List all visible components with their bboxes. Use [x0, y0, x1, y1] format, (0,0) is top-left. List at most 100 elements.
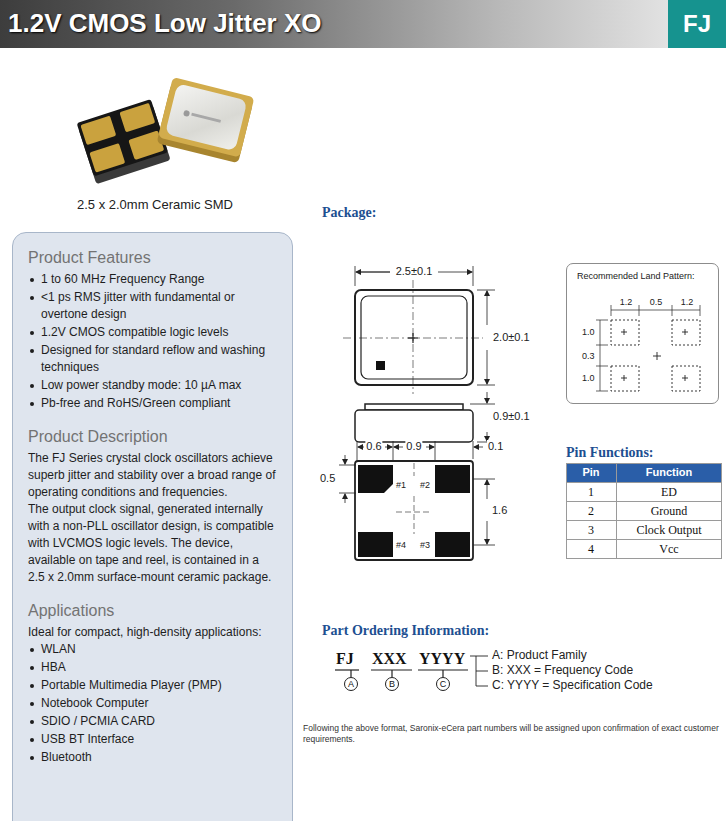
bullet-text: Low power standby mode: 10 µA max — [41, 377, 278, 394]
bullet-item: Bluetooth — [28, 749, 278, 766]
bullet-dot — [30, 720, 34, 724]
table-cell: 2 — [588, 504, 594, 519]
bullet-item: HBA — [28, 659, 278, 676]
land-pattern-drawing — [596, 305, 700, 391]
circle-letter: B — [389, 680, 395, 689]
bullet-text: <1 ps RMS jitter with fundamental or ove… — [41, 289, 278, 323]
dimension-label: 2.0±0.1 — [492, 331, 531, 344]
intro-text: Ideal for compact, high-density applicat… — [28, 624, 278, 641]
bullet-dot — [30, 402, 34, 406]
dimension-label: 0.1 — [487, 440, 504, 453]
bullet-text: USB BT Interface — [41, 731, 278, 748]
table-cell: Ground — [651, 504, 688, 519]
field-circle: B — [385, 677, 399, 691]
dimension-label: 0.9±0.1 — [492, 410, 531, 423]
bullet-text: Pb-free and RoHS/Green compliant — [41, 395, 278, 412]
bullet-text: HBA — [41, 659, 278, 676]
table-cell: 4 — [588, 542, 594, 557]
section-heading: Product Description — [28, 426, 278, 448]
section-heading: Applications — [28, 600, 278, 622]
part-number-field: YYYY — [419, 650, 465, 668]
table-header: Pin — [582, 466, 599, 478]
ordering-key: A: Product Family — [492, 648, 587, 662]
pin-table — [566, 463, 722, 559]
table-cell: 3 — [588, 523, 594, 538]
bullet-text: Portable Multimedia Player (PMP) — [41, 677, 278, 694]
bullet-item: Portable Multimedia Player (PMP) — [28, 677, 278, 694]
table-cell: ED — [661, 485, 677, 500]
field-circle: C — [436, 677, 450, 691]
bullet-dot — [30, 666, 34, 670]
dimension-text: 1.0 — [582, 327, 595, 337]
table-cell: Vcc — [659, 542, 678, 557]
bullet-text: WLAN — [41, 641, 278, 658]
bullet-dot — [30, 684, 34, 688]
bullet-text: 1.2V CMOS compatible logic levels — [41, 324, 278, 341]
circle-letter: A — [348, 680, 354, 689]
section-heading: Product Features — [28, 247, 278, 269]
bullet-item: <1 ps RMS jitter with fundamental or ove… — [28, 289, 278, 323]
table-header: Function — [646, 466, 692, 478]
bullet-text: Designed for standard reflow and washing… — [41, 342, 278, 376]
bullet-dot — [30, 648, 34, 652]
ordering-key: B: XXX = Frequency Code — [492, 663, 633, 677]
chip-photo — [77, 77, 255, 184]
bullet-text: 1 to 60 MHz Frequency Range — [41, 271, 278, 288]
table-cell: 1 — [588, 485, 594, 500]
dimension-label: 0.5 — [319, 472, 336, 485]
pad-number: #4 — [396, 540, 406, 550]
bullet-dot — [30, 349, 34, 353]
pad-number: #1 — [396, 480, 406, 490]
bullet-item: Notebook Computer — [28, 695, 278, 712]
bullet-item: Pb-free and RoHS/Green compliant — [28, 395, 278, 412]
bullet-text: Notebook Computer — [41, 695, 278, 712]
box-title: Recommended Land Pattern: — [577, 271, 695, 281]
dimension-label: 2.5±0.1 — [395, 265, 434, 278]
bullet-dot — [30, 738, 34, 742]
bullet-item: 1 to 60 MHz Frequency Range — [28, 271, 278, 288]
pad-number: #3 — [420, 540, 430, 550]
bullet-dot — [30, 331, 34, 335]
image-caption: 2.5 x 2.0mm Ceramic SMD — [77, 197, 233, 212]
page-title: 1.2V CMOS Low Jitter XO — [8, 8, 322, 39]
table-cell: Clock Output — [637, 523, 702, 538]
dimension-label: 0.6 — [365, 440, 382, 453]
section-heading: Package: — [322, 205, 376, 221]
dimension-text: 0.5 — [650, 297, 663, 307]
dimension-text: 0.3 — [582, 351, 595, 361]
bullet-dot — [30, 296, 34, 300]
part-number-field: XXX — [372, 650, 407, 668]
body-paragraph: The output clock signal, generated inter… — [28, 501, 278, 586]
panel-content: Product Features 1 to 60 MHz Frequency Ra… — [13, 233, 292, 766]
bullet-item: 1.2V CMOS compatible logic levels — [28, 324, 278, 341]
bullet-item: USB BT Interface — [28, 731, 278, 748]
info-panel: Product Features 1 to 60 MHz Frequency Ra… — [12, 232, 293, 821]
ordering-key: C: YYYY = Specification Code — [492, 678, 653, 692]
part-number-field: FJ — [336, 650, 354, 668]
series-badge: FJ — [668, 0, 726, 48]
dimension-label: 1.6 — [491, 504, 508, 517]
bullet-item: Low power standby mode: 10 µA max — [28, 377, 278, 394]
section-heading: Pin Functions: — [566, 445, 654, 461]
section-heading: Part Ordering Information: — [322, 623, 489, 639]
dimension-text: 1.0 — [582, 373, 595, 383]
dimension-text: 1.2 — [620, 297, 633, 307]
package-drawing — [339, 266, 495, 560]
bullet-text: SDIO / PCMIA CARD — [41, 713, 278, 730]
field-circle: A — [344, 677, 358, 691]
bullet-item: Designed for standard reflow and washing… — [28, 342, 278, 376]
dimension-text: 1.2 — [681, 297, 694, 307]
footnote: Following the above format, Saronix-eCer… — [303, 723, 723, 745]
bullet-dot — [30, 702, 34, 706]
badge-text: FJ — [683, 10, 711, 38]
body-paragraph: The FJ Series crystal clock oscillators … — [28, 450, 278, 501]
land-pattern-box: Recommended Land Pattern: 1.2 0.5 1.2 1.0 0.3… — [566, 263, 719, 404]
bullet-dot — [30, 278, 34, 282]
bullet-dot — [30, 756, 34, 760]
dimension-label: 0.9 — [405, 440, 422, 453]
circle-letter: C — [440, 680, 447, 689]
bullet-item: SDIO / PCMIA CARD — [28, 713, 278, 730]
bullet-text: Bluetooth — [41, 749, 278, 766]
pad-number: #2 — [420, 480, 430, 490]
